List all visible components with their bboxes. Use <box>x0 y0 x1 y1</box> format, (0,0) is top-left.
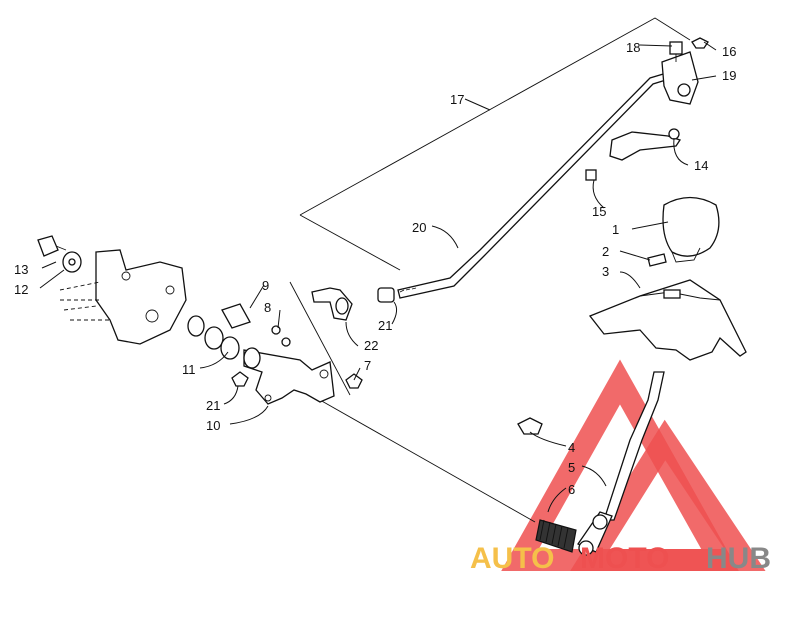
callout-13: 13 <box>14 262 28 277</box>
shift-boot-cover <box>588 279 747 361</box>
pivot-rings <box>187 315 240 360</box>
washer-8 <box>271 325 291 347</box>
watermark-word-moto: MOTO <box>580 542 669 575</box>
callout-9: 9 <box>262 278 269 293</box>
bushing-9 <box>221 303 251 329</box>
lever-bracket <box>609 128 682 161</box>
watermark-text: AUTO MOTO HUB <box>470 542 771 575</box>
return-spring <box>535 519 577 553</box>
callout-19: 19 <box>722 68 736 83</box>
callout-10: 10 <box>206 418 220 433</box>
group-outline-left <box>289 281 351 396</box>
callout-16: 16 <box>722 44 736 59</box>
group-outline <box>299 17 691 271</box>
callout-5: 5 <box>568 460 575 475</box>
watermark-word-auto: AUTO <box>470 542 554 575</box>
nut-21-lower <box>231 371 249 387</box>
callout-17: 17 <box>450 92 464 107</box>
callout-7: 7 <box>364 358 371 373</box>
callout-15: 15 <box>592 204 606 219</box>
callout-11: 11 <box>182 362 196 377</box>
callout-21-upper: 21 <box>378 318 392 333</box>
screw-2 <box>647 253 667 267</box>
shift-knob <box>662 196 720 263</box>
bolt-15 <box>585 169 597 181</box>
callout-22: 22 <box>364 338 378 353</box>
frame-mount <box>59 249 187 345</box>
callout-20: 20 <box>412 220 426 235</box>
nut-4 <box>517 417 543 435</box>
pivot-arm <box>243 347 335 405</box>
callout-21-lower: 21 <box>206 398 220 413</box>
callout-14: 14 <box>694 158 708 173</box>
callout-3: 3 <box>602 264 609 279</box>
callout-labels: 18 16 19 17 14 15 20 1 2 3 4 5 6 9 8 11 … <box>14 40 736 497</box>
callout-8: 8 <box>264 300 271 315</box>
shift-rod <box>397 65 693 299</box>
spring-leader-line <box>319 399 536 523</box>
nut-16 <box>691 37 709 49</box>
watermark-logo <box>501 359 766 571</box>
washer-12 <box>62 251 82 273</box>
rod-end-22 <box>311 287 353 321</box>
nut-7 <box>345 373 363 389</box>
watermark-word-hub: HUB <box>706 542 771 575</box>
callout-6: 6 <box>568 482 575 497</box>
nut-21-upper <box>377 287 395 303</box>
callout-12: 12 <box>14 282 28 297</box>
shift-bracket <box>661 51 699 105</box>
watermark-triangle-right <box>570 419 766 571</box>
callout-4: 4 <box>568 440 575 455</box>
bolt-18 <box>669 41 683 62</box>
leader-lines <box>39 41 717 513</box>
shift-lever <box>577 371 665 556</box>
callout-2: 2 <box>602 244 609 259</box>
callout-1: 1 <box>612 222 619 237</box>
bolt-13 <box>37 235 67 257</box>
callout-18: 18 <box>626 40 640 55</box>
